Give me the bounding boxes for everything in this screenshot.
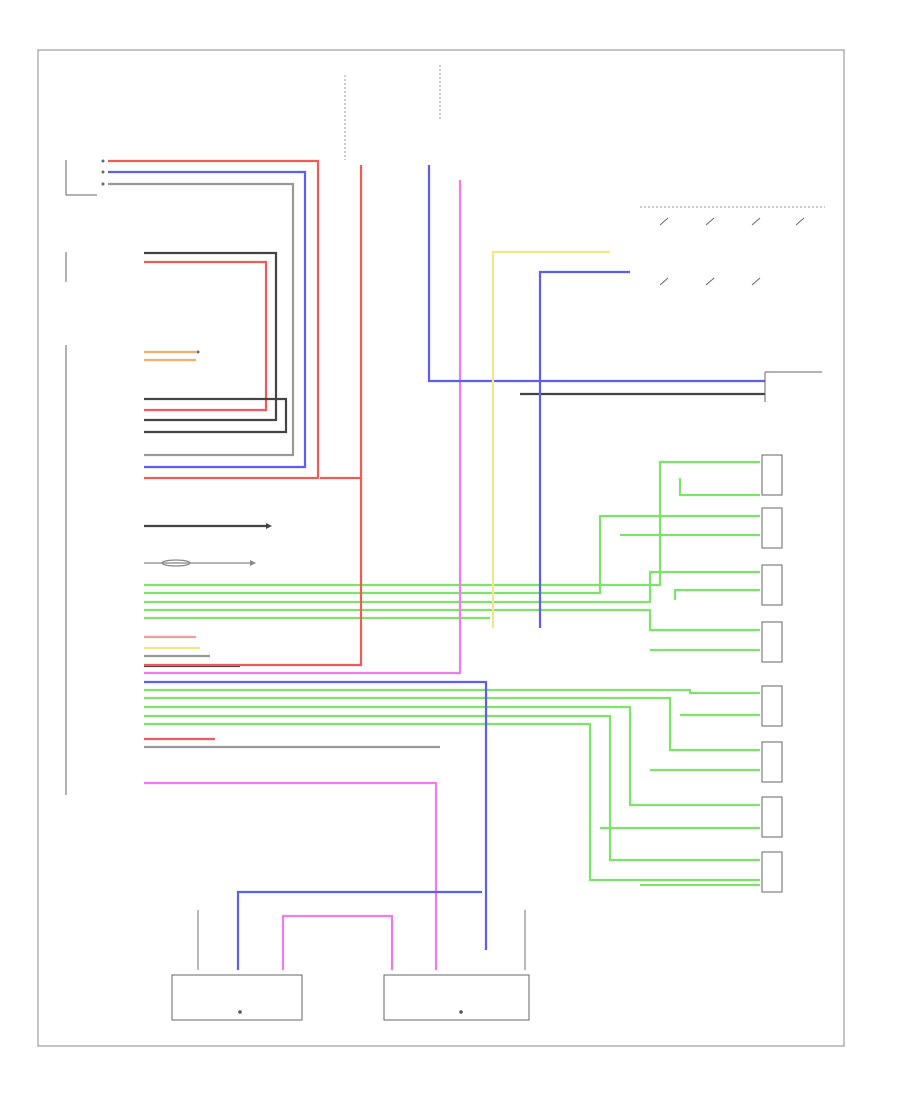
speaker-wires-green-right [600,478,760,887]
bottom-module-right [383,974,530,1021]
right-speakers [761,454,783,893]
wire-gray-av [108,182,295,457]
wire-black-steer [144,251,278,422]
wire-red-fuse [320,165,363,480]
av-connector-outline [65,160,97,196]
wire-blue-av [108,170,307,469]
wire-yellow-switch [491,250,610,628]
bottom-module-left [171,974,303,1021]
wire-blue-top [427,165,765,383]
wire-red-main-vert [144,478,363,667]
wire-pink-loop [281,914,394,970]
wire-blue-switch [538,270,630,628]
arrow-rear-speaker [266,523,272,529]
wire-pink-bottom [144,781,438,970]
steering-switches [659,217,805,286]
wire-red-av [108,159,320,480]
wire-blue-main [144,680,488,950]
switch-connector-outline [764,371,822,402]
bottom-module-right-dot [459,1010,463,1014]
wire-blue-loop [236,890,482,970]
wire-pink-main [144,180,462,675]
wire-black-main [144,397,288,434]
dash-lights-wires [144,350,200,362]
speaker-wires-green [144,460,760,882]
av-connector-pins [101,159,105,186]
bottom-module-left-dot [238,1010,242,1014]
diagram-frame [37,49,845,1047]
wire-red-steer [144,260,268,412]
shield-marker [144,559,256,567]
